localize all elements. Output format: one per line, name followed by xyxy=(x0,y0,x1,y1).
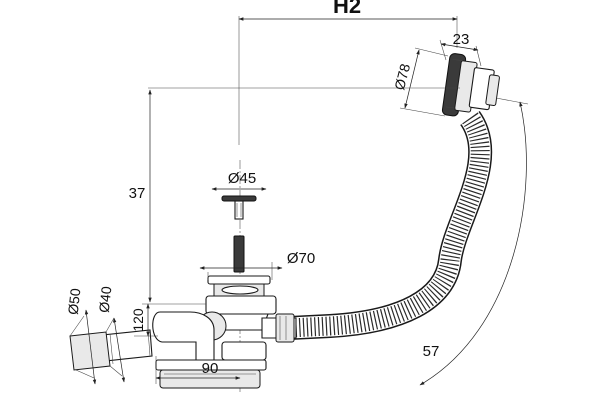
outlet-pipe-end xyxy=(69,331,111,371)
dimension-d78: Ø78 xyxy=(391,47,449,117)
d37-label: 37 xyxy=(129,185,146,202)
stopper-cap xyxy=(221,195,257,202)
siphon-union xyxy=(221,341,267,361)
d120-label: 120 xyxy=(130,308,146,332)
dimension-d70: Ø70 xyxy=(199,250,315,280)
h2-label: H2 xyxy=(333,0,361,18)
stopper-stem xyxy=(234,200,244,220)
stopper-assembly xyxy=(221,195,257,273)
dimension-57: 57 xyxy=(419,97,529,386)
dimension-90: 90 xyxy=(155,356,241,384)
siphon-elbow xyxy=(152,311,215,367)
d45-label: Ø45 xyxy=(228,170,256,187)
dimension-h2: H2 xyxy=(238,0,458,145)
dimension-23: 23 xyxy=(439,31,482,67)
flexible-hose xyxy=(289,111,493,340)
d40-label: Ø40 xyxy=(96,285,115,313)
overflow-head xyxy=(441,53,500,117)
dimension-d45: Ø45 xyxy=(211,170,267,191)
dimension-37: 37 xyxy=(129,89,206,305)
d90-label: 90 xyxy=(202,360,219,377)
dimension-d50: Ø50 xyxy=(65,287,97,385)
drain-flange xyxy=(207,275,271,285)
d78-label: Ø78 xyxy=(391,62,413,92)
d50-label: Ø50 xyxy=(65,287,84,315)
stopper-spring xyxy=(233,235,245,273)
d23-label: 23 xyxy=(453,31,470,48)
d70-label: Ø70 xyxy=(287,250,315,267)
dimension-120: 120 xyxy=(130,303,158,337)
dimension-d40: Ø40 xyxy=(96,285,126,383)
d57-label: 57 xyxy=(423,343,440,360)
drain-nut xyxy=(205,295,277,315)
